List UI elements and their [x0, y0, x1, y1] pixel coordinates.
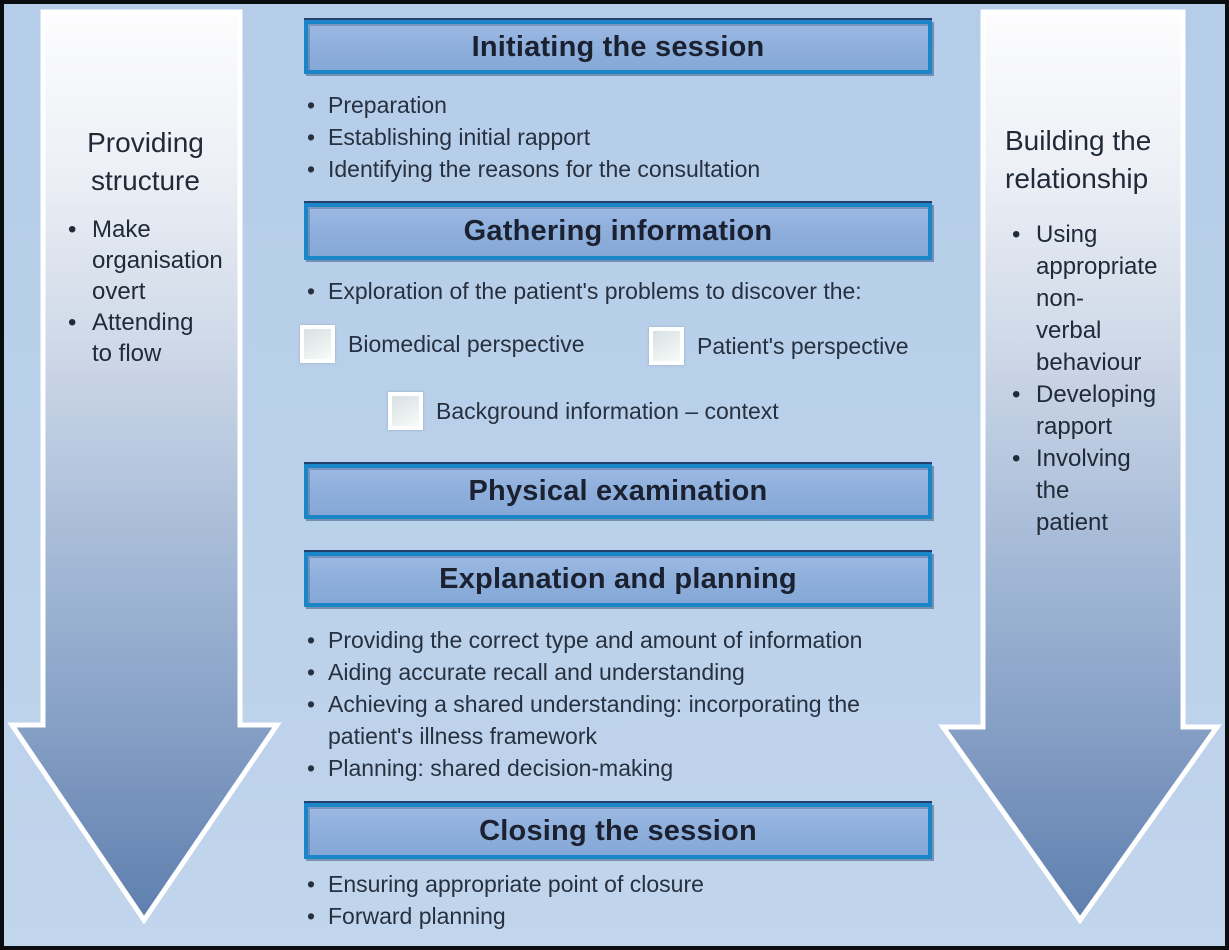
tile-background: Background information – context [388, 392, 779, 430]
tile-label: Patient's perspective [697, 332, 909, 359]
section-title: Physical examination [468, 475, 768, 507]
list-item: Using appropriate non-verbal behaviour [1010, 219, 1157, 379]
list-item: Ensuring appropriate point of closure [306, 868, 932, 900]
closing-bullets: Ensuring appropriate point of closure Fo… [306, 868, 932, 932]
tile-swatch-icon [300, 325, 335, 363]
section-box-physical: Physical examination [304, 464, 932, 519]
section-title: Initiating the session [471, 30, 765, 63]
explanation-bullets: Providing the correct type and amount of… [306, 624, 932, 784]
list-item: Attending to flow [66, 307, 216, 369]
list-item: Preparation [306, 89, 932, 121]
initiating-bullets: Preparation Establishing initial rapport… [306, 89, 932, 185]
tile-swatch-icon [388, 392, 423, 430]
section-box-explanation: Explanation and planning [304, 552, 932, 607]
section-box-closing: Closing the session [304, 803, 932, 859]
tile-patient: Patient's perspective [649, 327, 909, 365]
list-item: Establishing initial rapport [306, 121, 932, 153]
tile-label: Background information – context [436, 397, 779, 424]
gathering-lead: Exploration of the patient's problems to… [306, 275, 932, 307]
tile-biomedical: Biomedical perspective [300, 325, 585, 363]
right-arrow-bullets: Using appropriate non-verbal behaviour D… [1010, 219, 1157, 539]
left-arrow-bullets: Make organisation overt Attending to flo… [66, 214, 223, 369]
section-title: Gathering information [463, 215, 773, 247]
list-item: Developing rapport [1010, 379, 1156, 443]
list-item: Planning: shared decision-making [306, 752, 932, 784]
list-item: Make organisation overt [66, 214, 223, 307]
section-box-gathering: Gathering information [304, 203, 932, 260]
list-item: Identifying the reasons for the consulta… [306, 153, 932, 185]
list-item: Exploration of the patient's problems to… [306, 275, 932, 307]
list-item: Achieving a shared understanding: incorp… [306, 688, 932, 752]
tile-swatch-icon [649, 327, 684, 365]
right-arrow-title: Building the relationship [1005, 125, 1152, 194]
list-item: Providing the correct type and amount of… [306, 624, 932, 656]
list-item: Aiding accurate recall and understanding [306, 656, 932, 688]
section-title: Closing the session [479, 814, 757, 847]
left-arrow-title: Providing structure [87, 127, 204, 196]
list-item: Involving the patient [1010, 443, 1148, 539]
list-item: Forward planning [306, 900, 932, 932]
tile-label: Biomedical perspective [348, 330, 585, 357]
section-box-initiating: Initiating the session [304, 20, 932, 74]
section-title: Explanation and planning [439, 563, 797, 595]
